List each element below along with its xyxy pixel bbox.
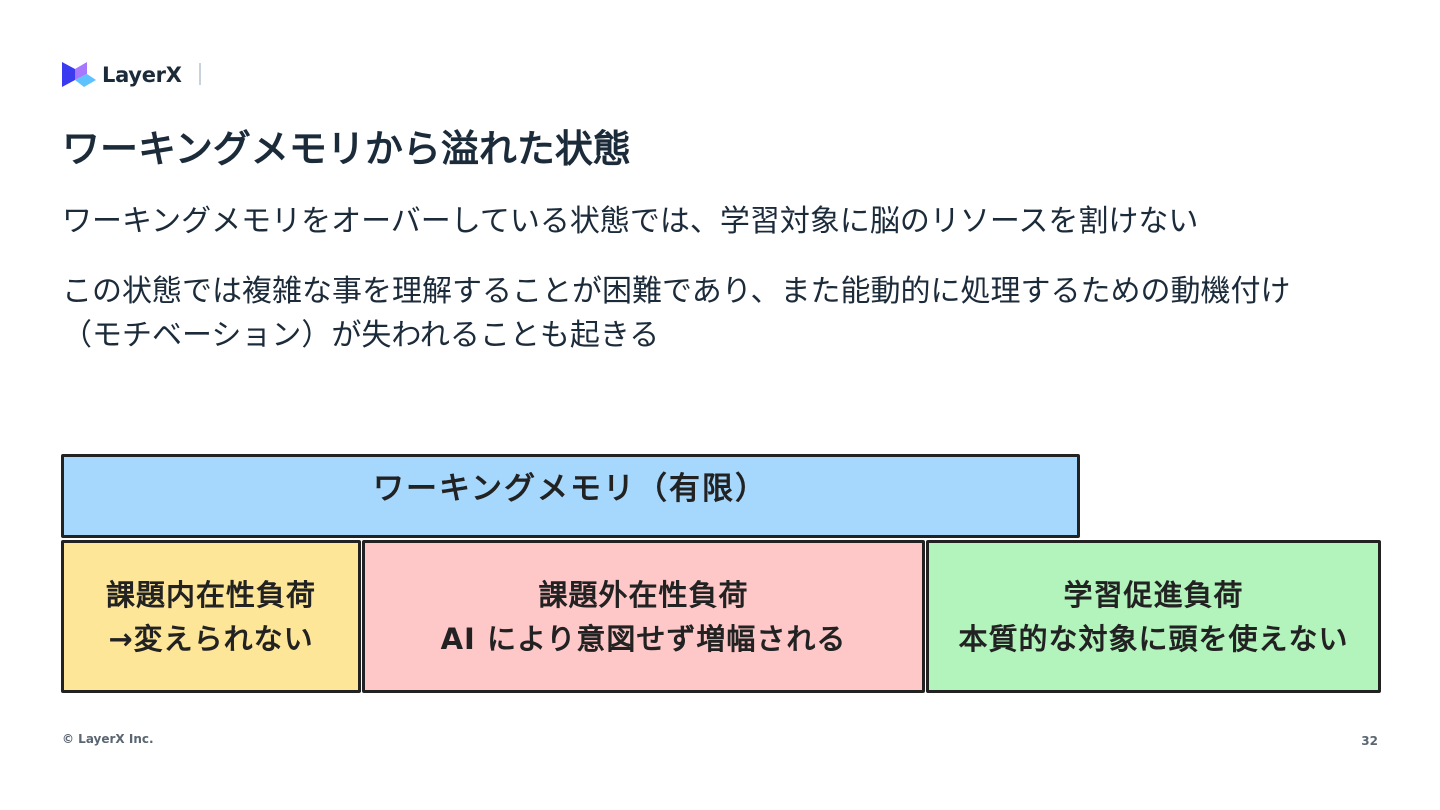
layerx-logo-icon — [62, 62, 96, 87]
page-number: 32 — [1361, 734, 1378, 748]
germane-load-note: 本質的な対象に頭を使えない — [958, 621, 1349, 656]
germane-load-title: 学習促進負荷 — [1063, 577, 1244, 612]
working-memory-label: ワーキングメモリ（有限） — [372, 471, 769, 507]
germane-load-box: 学習促進負荷 本質的な対象に頭を使えない — [926, 540, 1381, 693]
intrinsic-load-box: 課題内在性負荷 →変えられない — [61, 540, 361, 693]
copyright: © LayerX Inc. — [62, 732, 154, 746]
layerx-logo: LayerX — [62, 60, 182, 90]
paragraph-2: この状態では複雑な事を理解することが困難であり、また能動的に処理するための動機付… — [62, 270, 1291, 358]
working-memory-box: ワーキングメモリ（有限） — [61, 454, 1080, 538]
paragraph-2-line-2: （モチベーション）が失われることも起きる — [62, 318, 660, 353]
paragraph-2-line-1: この状態では複雑な事を理解することが困難であり、また能動的に処理するための動機付… — [62, 274, 1291, 309]
intrinsic-load-title: 課題内在性負荷 — [105, 577, 316, 612]
intrinsic-load-note: →変えられない — [108, 621, 314, 656]
extraneous-load-title: 課題外在性負荷 — [538, 577, 749, 612]
slide-title: ワーキングメモリから溢れた状態 — [62, 127, 631, 171]
logo-text: LayerX — [102, 63, 182, 87]
header-divider — [199, 63, 201, 85]
extraneous-load-box: 課題外在性負荷 AI により意図せず増幅される — [362, 540, 925, 693]
paragraph-1: ワーキングメモリをオーバーしている状態では、学習対象に脳のリソースを割けない — [62, 204, 1199, 239]
extraneous-load-note: AI により意図せず増幅される — [440, 621, 847, 656]
